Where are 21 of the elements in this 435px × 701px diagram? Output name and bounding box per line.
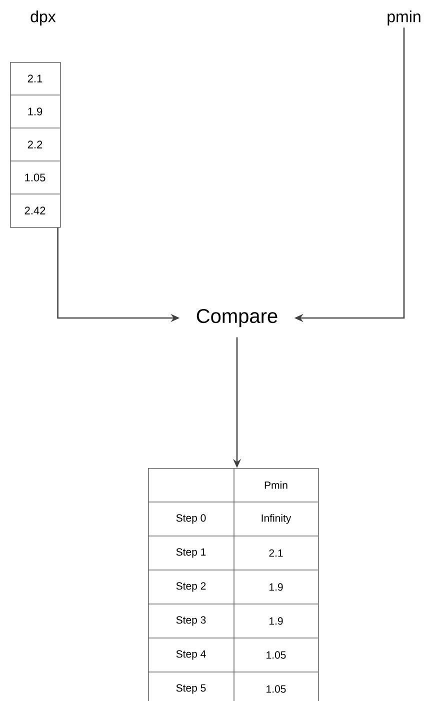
row-label: Step 0 (176, 514, 206, 524)
value-cell: Infinity (262, 514, 292, 524)
row-label: Step 5 (176, 684, 206, 694)
value-cell: 1.9 (270, 617, 283, 625)
operation-label: Compare (196, 308, 278, 328)
row-label: Step 3 (176, 616, 206, 626)
value-cell: 1.05 (266, 651, 286, 659)
variable-label: pmin (388, 10, 420, 26)
array-title: dpx (30, 10, 56, 26)
array-cell: 1.05 (25, 174, 46, 182)
row-label: Step 4 (176, 650, 206, 660)
array-cell: 2.2 (28, 140, 42, 148)
row-label: Step 2 (176, 582, 206, 592)
row-label: Step 1 (176, 548, 206, 558)
array-cell: 2.42 (24, 206, 46, 214)
array-cell: 2.1 (28, 74, 42, 82)
value-cell: 1.9 (270, 583, 283, 591)
value-cell: 1.05 (266, 685, 286, 693)
value-cell: 2.1 (269, 549, 283, 557)
array-cell: 1.9 (28, 108, 42, 116)
column-header: Pmin (264, 481, 288, 489)
